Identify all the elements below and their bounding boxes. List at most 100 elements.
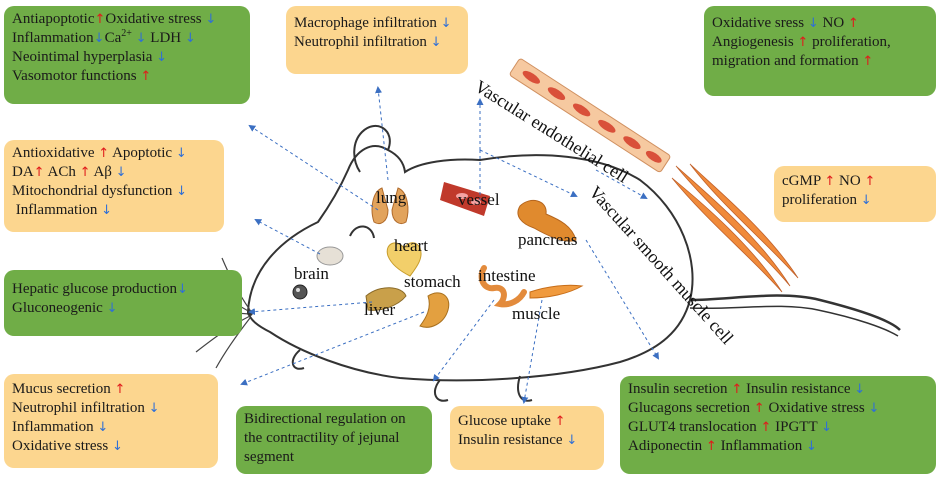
down-arrow-icon: ↓ xyxy=(115,165,127,180)
endothelial-cell-icon xyxy=(509,58,671,173)
effect-text: Bidirectional regulation on xyxy=(244,411,406,427)
organ-label-pancreas: pancreas xyxy=(518,230,578,249)
organ-label-vessel: vessel xyxy=(458,190,500,209)
effect-text: Neutrophil infiltration xyxy=(294,34,427,50)
down-arrow-icon: ↓ xyxy=(566,433,578,448)
down-arrow-icon: ↓ xyxy=(807,16,819,31)
connector-lines xyxy=(240,86,660,404)
down-arrow-icon: ↓ xyxy=(176,184,188,199)
down-arrow-icon: ↓ xyxy=(868,401,880,416)
organ-label-heart: heart xyxy=(394,236,428,255)
effect-text: NO xyxy=(822,15,845,31)
pancreas-effects-box: Insulin secretion ↑ Insulin resistance ↓… xyxy=(620,376,936,474)
down-arrow-icon: ↓ xyxy=(430,35,442,50)
organ-label-stomach: stomach xyxy=(404,272,461,291)
stomach-effects-box: Mucus secretion ↑ Neutrophil infiltratio… xyxy=(4,374,218,468)
endothelial-effects-box: Oxidative sress ↓ NO ↑ Angiogenesis ↑ pr… xyxy=(704,6,936,96)
effect-text: Oxidative sress xyxy=(712,15,805,31)
organ-label-liver: liver xyxy=(364,300,396,319)
effect-text: migration and formation xyxy=(712,53,859,69)
effect-text: Inflammation xyxy=(15,202,98,218)
effect-text: Oxidative stress xyxy=(768,400,865,416)
effect-text: Inflammation xyxy=(720,438,803,454)
effect-text: Aβ xyxy=(93,164,112,180)
down-arrow-icon: ↓ xyxy=(148,401,160,416)
down-arrow-icon: ↓ xyxy=(805,439,817,454)
lung-effects-box: Macrophage infiltration ↓ Neutrophil inf… xyxy=(286,6,468,74)
effect-text: Hepatic glucose production xyxy=(12,281,177,297)
up-arrow-icon: ↑ xyxy=(98,146,110,161)
mouse-outline xyxy=(246,125,901,402)
down-arrow-icon: ↓ xyxy=(175,146,187,161)
effect-text: GLUT4 translocation xyxy=(628,419,757,435)
up-arrow-icon: ↑ xyxy=(760,420,772,435)
effect-text: Ca xyxy=(104,30,122,46)
up-arrow-icon: ↑ xyxy=(864,174,876,189)
liver-effects-box: Hepatic glucose production↓ Gluconeogeni… xyxy=(4,270,242,336)
effect-text: Neointimal hyperplasia xyxy=(12,49,153,65)
effect-text: Oxidative stress xyxy=(105,11,202,27)
effect-text: proliferation, xyxy=(812,34,891,50)
smooth-muscle-cell-icon xyxy=(671,163,799,293)
up-arrow-icon: ↑ xyxy=(94,12,106,27)
down-arrow-icon: ↓ xyxy=(135,31,147,46)
down-arrow-icon: ↓ xyxy=(106,301,118,316)
up-arrow-icon: ↑ xyxy=(753,401,765,416)
effect-text: Glucagons secretion xyxy=(628,400,751,416)
effect-text: Antiapoptotic xyxy=(12,11,95,27)
down-arrow-icon: ↓ xyxy=(440,16,452,31)
effect-text: DA xyxy=(12,164,34,180)
effect-text: LDH xyxy=(150,30,182,46)
effect-text: Insulin resistance xyxy=(745,381,851,397)
effect-text: Apoptotic xyxy=(112,145,173,161)
effect-text: Vasomotor functions xyxy=(12,68,137,84)
pancreas-icon xyxy=(517,199,577,242)
effect-text: proliferation xyxy=(782,192,857,208)
up-arrow-icon: ↑ xyxy=(862,54,874,69)
smooth-muscle-effects-box: cGMP ↑ NO ↑ proliferation ↓ xyxy=(774,166,936,222)
effect-superscript: 2+ xyxy=(121,28,132,39)
organ-label-lung: lung xyxy=(376,188,407,207)
down-arrow-icon: ↓ xyxy=(101,203,113,218)
effect-text: Inflammation xyxy=(12,419,94,435)
effect-text: cGMP xyxy=(782,173,821,189)
mouse-eye xyxy=(292,284,308,300)
down-arrow-icon: ↓ xyxy=(176,282,188,297)
lung-icon xyxy=(371,187,409,224)
down-arrow-icon: ↓ xyxy=(184,31,196,46)
down-arrow-icon: ↓ xyxy=(860,193,872,208)
up-arrow-icon: ↑ xyxy=(140,69,152,84)
down-arrow-icon: ↓ xyxy=(854,382,866,397)
down-arrow-icon: ↓ xyxy=(93,31,105,46)
muscle-effects-box: Glucose uptake ↑ Insulin resistance ↓ xyxy=(450,406,604,470)
up-arrow-icon: ↑ xyxy=(731,382,743,397)
down-arrow-icon: ↓ xyxy=(111,439,123,454)
up-arrow-icon: ↑ xyxy=(114,382,126,397)
up-arrow-icon: ↑ xyxy=(33,165,45,180)
effect-text: Antioxidative xyxy=(12,145,95,161)
up-arrow-icon: ↑ xyxy=(79,165,91,180)
effect-text: Adiponectin xyxy=(628,438,703,454)
down-arrow-icon: ↓ xyxy=(821,420,833,435)
organ-label-muscle: muscle xyxy=(512,304,561,323)
effect-text: Oxidative stress xyxy=(12,438,109,454)
brain-effects-box: Antioxidative ↑ Apoptotic ↓ DA↑ ACh ↑ Aβ… xyxy=(4,140,224,232)
intestine-effects-box: Bidirectional regulation on the contract… xyxy=(236,406,432,474)
effect-text: Inflammation xyxy=(12,30,94,46)
organ-label-intestine: intestine xyxy=(478,266,536,285)
effect-text: Macrophage infiltration xyxy=(294,15,437,31)
brain-icon xyxy=(316,246,344,266)
heart-effects-box: Antiapoptotic↑Oxidative stress ↓ Inflamm… xyxy=(4,6,250,104)
effect-text: Glucose uptake xyxy=(458,413,551,429)
muscle-icon xyxy=(529,284,584,299)
liver-icon xyxy=(365,287,407,311)
effect-text: Mucus secretion xyxy=(12,381,111,397)
up-arrow-icon: ↑ xyxy=(554,414,566,429)
down-arrow-icon: ↓ xyxy=(97,420,109,435)
effect-text: NO xyxy=(839,173,861,189)
down-arrow-icon: ↓ xyxy=(205,12,217,27)
stomach-icon xyxy=(419,292,450,328)
up-arrow-icon: ↑ xyxy=(797,35,809,50)
intestine-icon xyxy=(478,265,527,308)
heart-icon xyxy=(386,242,422,277)
